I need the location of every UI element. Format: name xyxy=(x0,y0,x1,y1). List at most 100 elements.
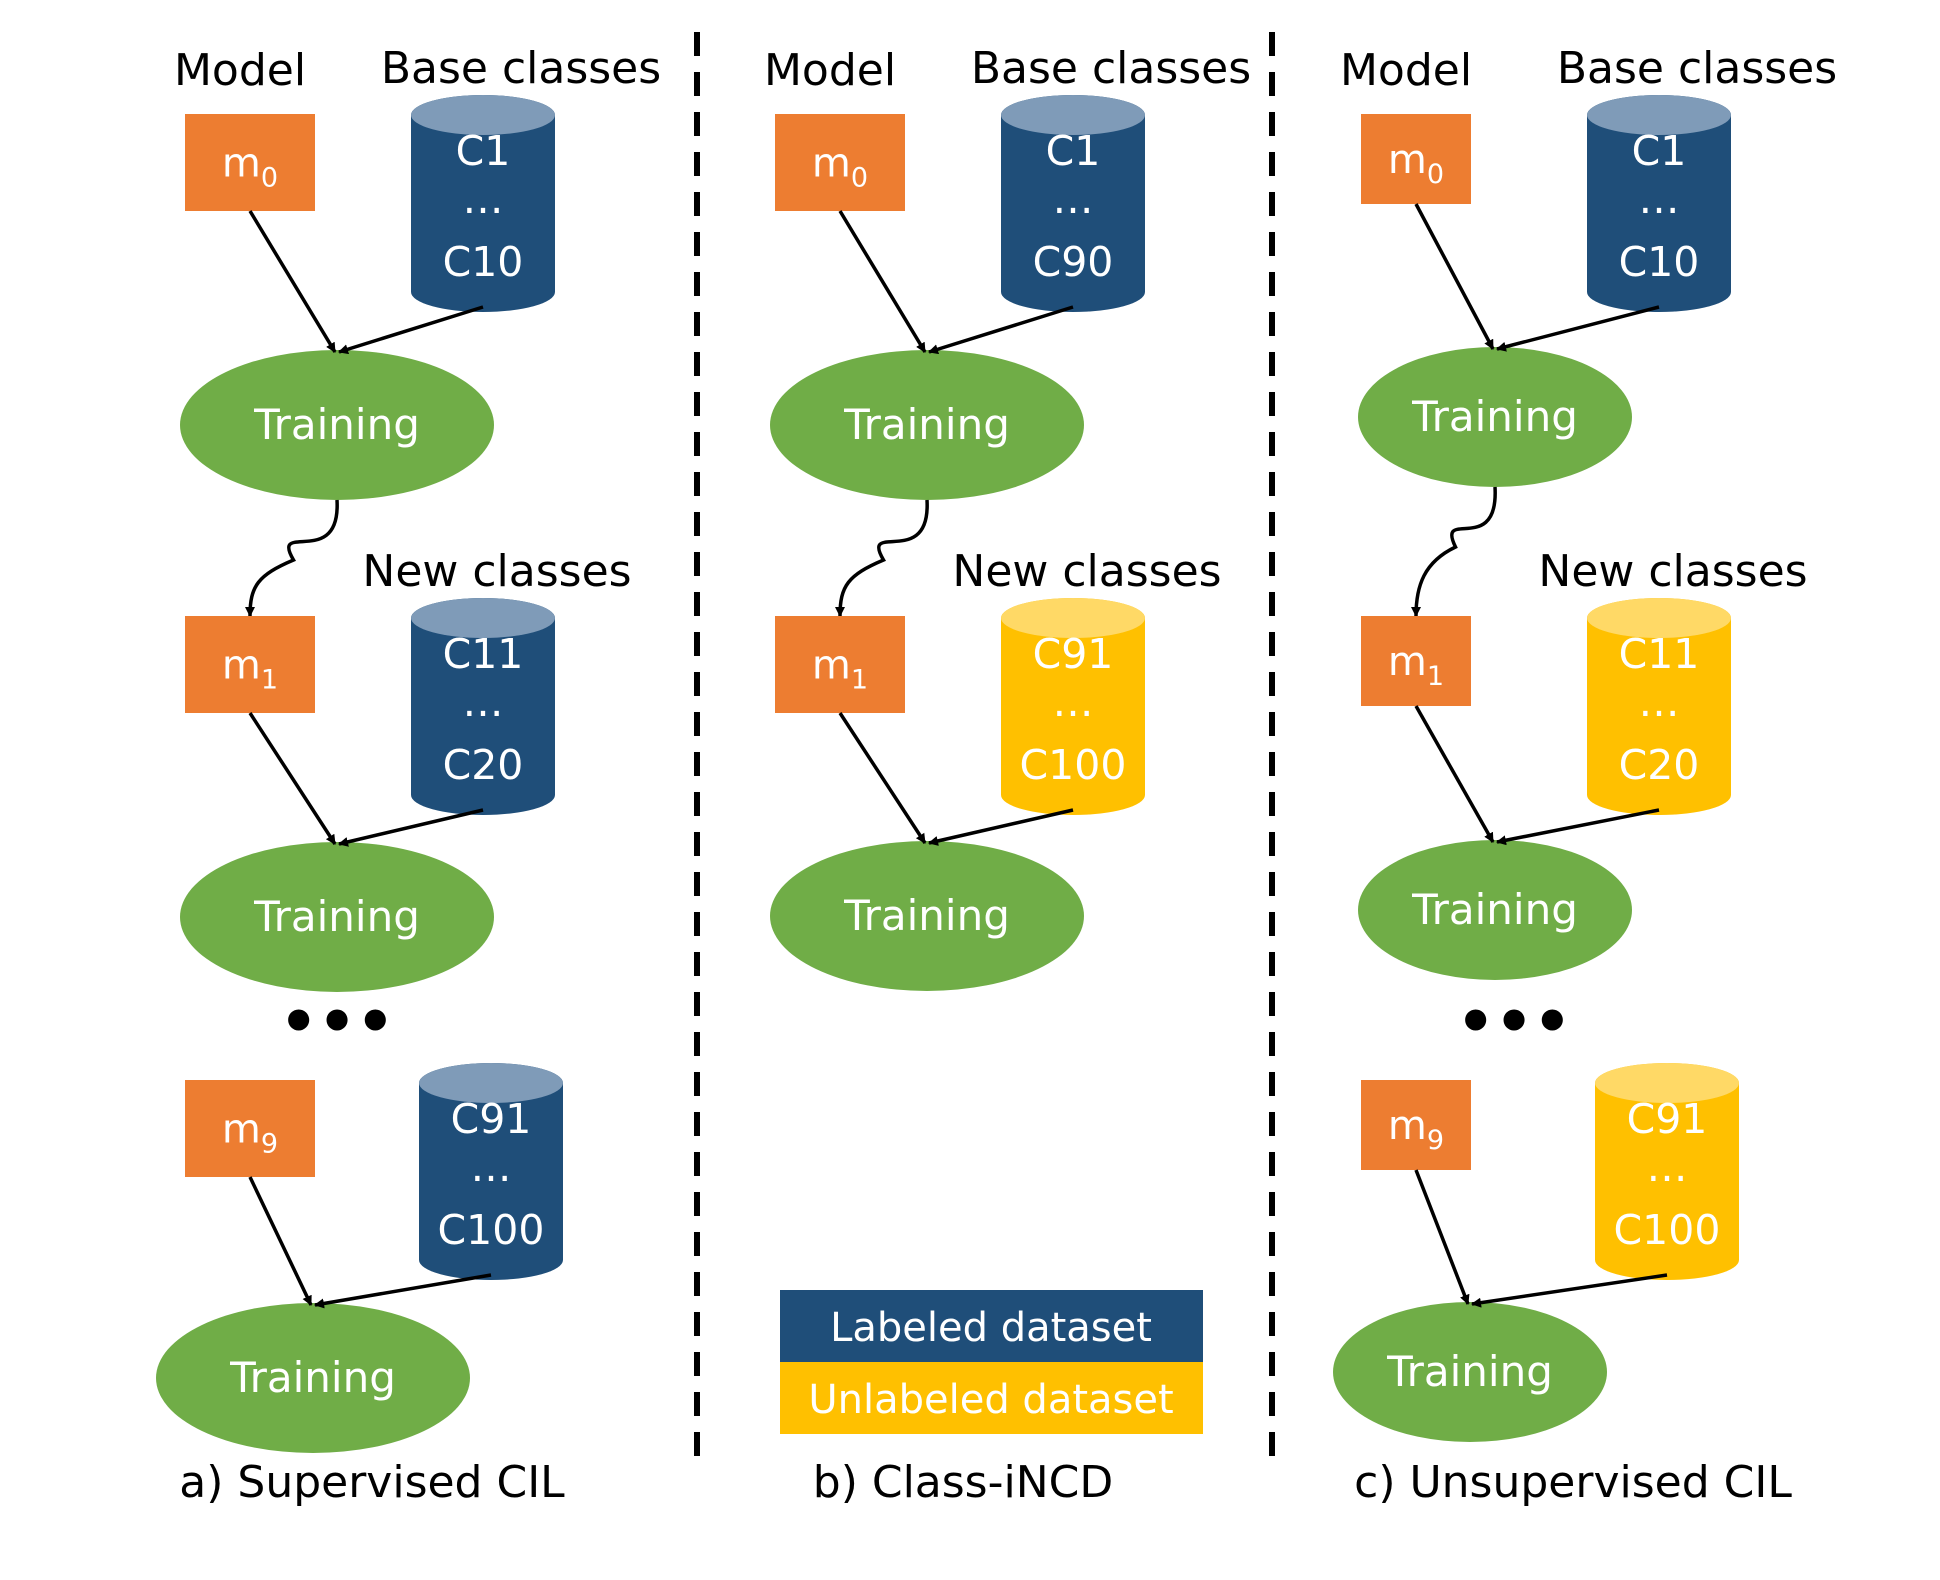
base-classes-heading: Base classes xyxy=(1557,43,1837,94)
dataset-cylinder: C91…C100 xyxy=(1595,1063,1739,1280)
training-node: Training xyxy=(180,842,494,992)
new-classes-heading: New classes xyxy=(952,546,1221,597)
model-to-training-arrow xyxy=(1414,1169,1470,1305)
training-label: Training xyxy=(253,892,420,941)
model-box: m9 xyxy=(185,1080,315,1177)
training-label: Training xyxy=(253,400,420,449)
model-box-bg xyxy=(1361,616,1471,706)
training-node: Training xyxy=(180,350,494,500)
model-heading: Model xyxy=(174,45,306,96)
legend-labeled-text: Labeled dataset xyxy=(830,1305,1152,1351)
panel-caption: a) Supervised CIL xyxy=(179,1457,565,1508)
data-to-training-arrow xyxy=(928,808,1074,846)
class-range-dots: … xyxy=(463,678,504,726)
cylinder-body xyxy=(1587,95,1731,312)
training-ellipse xyxy=(180,350,494,500)
new-classes-heading: New classes xyxy=(362,546,631,597)
cylinder-body xyxy=(411,95,555,312)
cylinder-body xyxy=(1587,598,1731,815)
class-range-end: C10 xyxy=(443,238,524,286)
training-node: Training xyxy=(1333,1302,1607,1442)
class-range-start: C91 xyxy=(1033,630,1114,678)
class-range-end: C100 xyxy=(438,1206,545,1254)
training-node: Training xyxy=(1358,840,1632,980)
model-label: m1 xyxy=(812,643,868,696)
training-to-next-model-arrow xyxy=(835,499,929,617)
model-box: m0 xyxy=(1361,114,1471,204)
training-label: Training xyxy=(1411,392,1578,441)
cylinder-lid xyxy=(1587,95,1731,135)
training-node: Training xyxy=(770,841,1084,991)
model-label: m1 xyxy=(222,643,278,696)
legend-unlabeled-text: Unlabeled dataset xyxy=(808,1377,1173,1423)
cylinder-body xyxy=(1001,598,1145,815)
data-to-training-arrow xyxy=(1496,305,1660,352)
training-label: Training xyxy=(1411,885,1578,934)
data-to-training-arrow xyxy=(1471,1273,1668,1308)
base-classes-heading: Base classes xyxy=(381,43,661,94)
class-range-dots: … xyxy=(1647,1143,1688,1191)
class-range-dots: … xyxy=(1053,678,1094,726)
model-label: m0 xyxy=(222,141,278,194)
class-range-end: C100 xyxy=(1020,741,1127,789)
model-box-bg xyxy=(185,1080,315,1177)
model-label: m1 xyxy=(1388,639,1444,692)
class-range-dots: … xyxy=(463,175,504,223)
model-label: m9 xyxy=(1388,1103,1444,1156)
class-range-end: C20 xyxy=(1619,741,1700,789)
model-box-bg xyxy=(185,616,315,713)
panel-caption: c) Unsupervised CIL xyxy=(1354,1457,1792,1508)
model-box-bg xyxy=(775,616,905,713)
model-to-training-arrow xyxy=(1414,203,1495,350)
legend-labeled-swatch xyxy=(780,1290,1203,1362)
training-node: Training xyxy=(770,350,1084,500)
training-ellipse xyxy=(180,842,494,992)
training-ellipse xyxy=(1333,1302,1607,1442)
dataset-cylinder: C1…C10 xyxy=(411,95,555,312)
training-label: Training xyxy=(229,1353,396,1402)
class-range-end: C10 xyxy=(1619,238,1700,286)
cylinder-lid xyxy=(1587,598,1731,638)
class-range-dots: … xyxy=(471,1143,512,1191)
dataset-cylinder: C11…C20 xyxy=(411,598,555,815)
class-range-dots: … xyxy=(1639,175,1680,223)
panel-caption: b) Class-iNCD xyxy=(813,1457,1113,1508)
model-box: m9 xyxy=(1361,1080,1471,1170)
cylinder-lid xyxy=(411,598,555,638)
training-node: Training xyxy=(156,1303,470,1453)
class-range-end: C20 xyxy=(443,741,524,789)
model-box: m0 xyxy=(775,114,905,211)
model-box: m1 xyxy=(1361,616,1471,706)
training-node: Training xyxy=(1358,347,1632,487)
class-range-start: C1 xyxy=(1046,127,1101,175)
training-label: Training xyxy=(1386,1347,1553,1396)
training-label: Training xyxy=(843,400,1010,449)
data-to-training-arrow xyxy=(314,1273,492,1309)
model-box: m1 xyxy=(775,616,905,713)
legend-unlabeled-swatch xyxy=(780,1362,1203,1434)
cylinder-lid xyxy=(1595,1063,1739,1103)
class-range-start: C91 xyxy=(451,1095,532,1143)
class-range-start: C1 xyxy=(1632,127,1687,175)
training-ellipse xyxy=(770,841,1084,991)
model-label: m9 xyxy=(222,1107,278,1160)
continuation-dots: ••• xyxy=(279,987,394,1057)
model-box: m1 xyxy=(185,616,315,713)
cylinder-lid xyxy=(411,95,555,135)
training-ellipse xyxy=(770,350,1084,500)
model-box-bg xyxy=(1361,1080,1471,1170)
cylinder-body xyxy=(1001,95,1145,312)
model-to-training-arrow xyxy=(838,210,927,353)
model-heading: Model xyxy=(764,45,896,96)
data-to-training-arrow xyxy=(338,808,484,847)
model-box: m0 xyxy=(185,114,315,211)
model-box-bg xyxy=(1361,114,1471,204)
dataset-cylinder: C11…C20 xyxy=(1587,598,1731,815)
model-heading: Model xyxy=(1340,45,1472,96)
model-to-training-arrow xyxy=(1414,705,1495,843)
cylinder-lid xyxy=(1001,95,1145,135)
